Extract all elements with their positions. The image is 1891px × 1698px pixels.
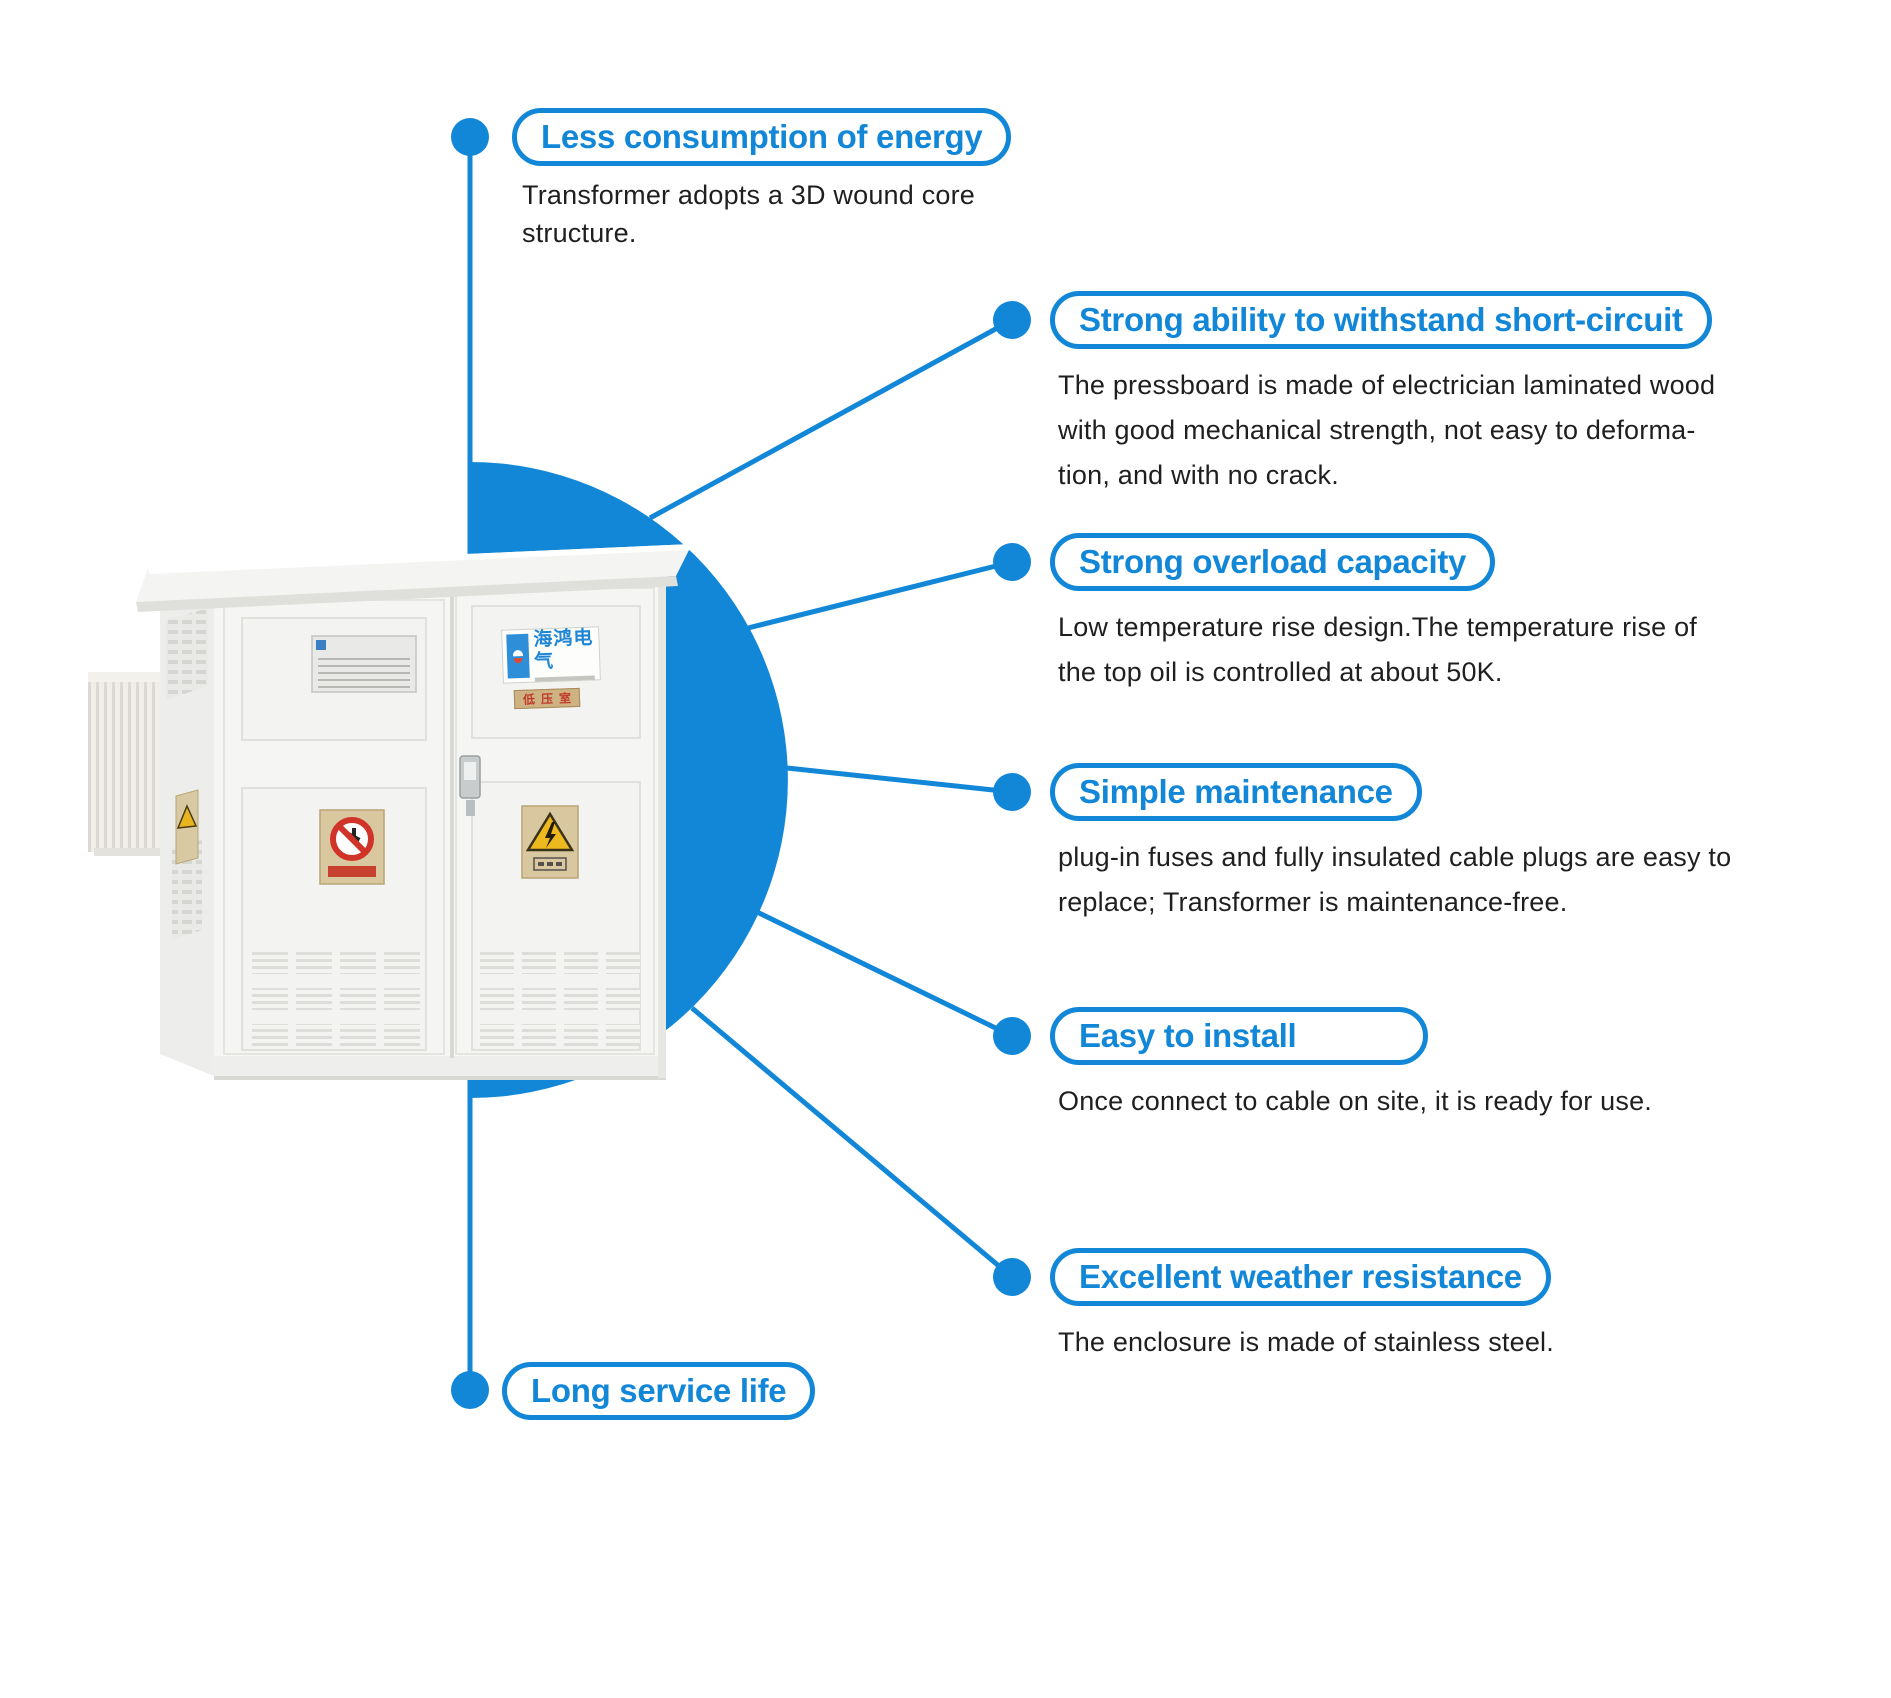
feature-callout-short-circuit: Strong ability to withstand short-circui… xyxy=(1050,291,1858,498)
left-door-vents xyxy=(252,952,420,1046)
feature-pill: Strong overload capacity xyxy=(1050,533,1496,591)
feature-dot-overload xyxy=(993,543,1031,581)
feature-dot-weather xyxy=(993,1258,1031,1296)
feature-description: Low temperature rise design.The temperat… xyxy=(1058,612,1698,687)
feature-title: Less consumption of energy xyxy=(541,117,983,155)
side-warning-triangle-icon xyxy=(176,804,198,829)
door-gap xyxy=(450,588,454,1058)
prohibition-sign xyxy=(319,809,385,885)
feature-dot-short-circuit xyxy=(993,301,1031,339)
feature-pill: Easy to install xyxy=(1050,1007,1428,1065)
connector-line-maintenance xyxy=(786,765,1013,795)
cabinet-roof xyxy=(136,544,692,612)
door-hasp-lock xyxy=(459,755,481,816)
feature-pill: Strong ability to withstand short-circui… xyxy=(1050,291,1712,349)
feature-callout-less-consumption: Less consumption of energy Transformer a… xyxy=(512,108,1042,252)
radiator-fins xyxy=(88,682,166,852)
connector-line-short-circuit xyxy=(648,317,1014,521)
feature-dot-service-life xyxy=(451,1371,489,1409)
feature-description: Once connect to cable on site, it is rea… xyxy=(1058,1086,1653,1116)
feature-description: The pressboard is made of electrician la… xyxy=(1058,370,1716,490)
brand-logo-icon xyxy=(506,633,530,679)
feature-callout-install: Easy to install Once connect to cable on… xyxy=(1050,1007,1858,1124)
feature-callout-weather: Excellent weather resistance The enclosu… xyxy=(1050,1248,1858,1365)
connector-line-install xyxy=(755,909,1014,1039)
cabinet-base-line xyxy=(214,1076,666,1080)
feature-title: Excellent weather resistance xyxy=(1079,1257,1522,1295)
side-vent-lower xyxy=(172,840,202,940)
feature-title: Simple maintenance xyxy=(1079,772,1393,810)
feature-description: Transformer adopts a 3D wound core struc… xyxy=(522,180,976,248)
feature-callout-service-life: Long service life xyxy=(502,1362,816,1420)
feature-callout-overload: Strong overload capacity Low temperature… xyxy=(1050,533,1858,695)
radiator-base xyxy=(94,848,160,856)
feature-title: Easy to install xyxy=(1079,1016,1297,1054)
feature-pill: Simple maintenance xyxy=(1050,763,1422,821)
connector-line-weather xyxy=(690,1006,1014,1279)
feature-callout-maintenance: Simple maintenance plug-in fuses and ful… xyxy=(1050,763,1858,925)
brand-sign: 海鸿电气 xyxy=(501,626,601,684)
feature-title: Strong ability to withstand short-circui… xyxy=(1079,300,1683,338)
feature-description: The enclosure is made of stainless steel… xyxy=(1058,1327,1554,1357)
feature-pill: Long service life xyxy=(502,1362,816,1420)
feature-title: Strong overload capacity xyxy=(1079,542,1467,580)
radiator-top-cap xyxy=(88,672,168,684)
low-voltage-plaque: 低压室 xyxy=(513,687,581,710)
rating-nameplate xyxy=(311,635,417,693)
feature-pill: Excellent weather resistance xyxy=(1050,1248,1551,1306)
side-vent-upper xyxy=(166,608,208,700)
feature-dot-less-consumption xyxy=(451,118,489,156)
right-door-vents xyxy=(480,952,640,1046)
transformer-cabinet-photo xyxy=(88,544,692,1080)
brand-sign-text: 海鸿电气 xyxy=(533,627,594,673)
feature-title: Long service life xyxy=(531,1371,787,1409)
cabinet-right-edge xyxy=(658,574,666,1078)
electric-warning-sign xyxy=(521,805,579,879)
connector-line-overload xyxy=(747,559,1013,631)
brand-hotline-line xyxy=(534,675,595,682)
feature-dot-maintenance xyxy=(993,773,1031,811)
feature-description: plug-in fuses and fully insulated cable … xyxy=(1058,842,1732,917)
feature-pill: Less consumption of energy xyxy=(512,108,1012,166)
feature-dot-install xyxy=(993,1017,1031,1055)
